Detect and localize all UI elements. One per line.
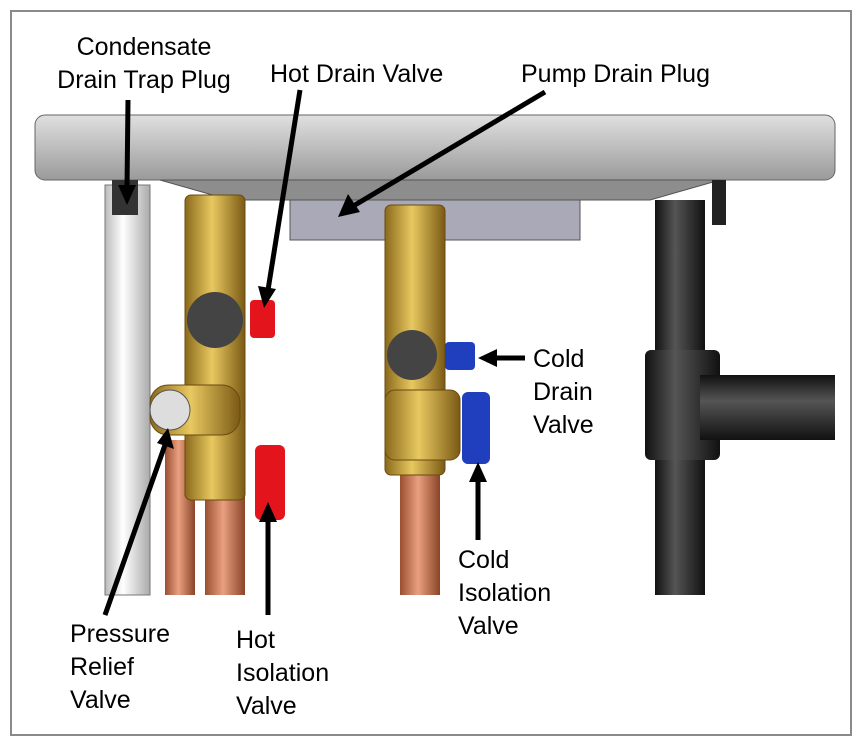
label-line: Drain Trap Plug [57, 66, 231, 94]
label-cold-isolation-valve: Cold Isolation Valve [458, 544, 551, 643]
label-pump-drain-plug: Pump Drain Plug [521, 60, 710, 88]
label-line: Isolation [236, 659, 330, 687]
figure-frame [10, 10, 852, 736]
drain-pipe [645, 180, 835, 595]
heater-body [34, 114, 836, 201]
label-cold-drain-valve: Cold Drain Valve [533, 343, 594, 442]
label-line: Isolation [458, 579, 552, 607]
label-line: Valve [533, 411, 594, 439]
label-condensate-drain-trap-plug: Condensate Drain Trap Plug [44, 31, 244, 97]
label-line: Valve [236, 692, 297, 720]
condensate-pipe [104, 180, 151, 596]
label-line: Valve [458, 612, 519, 640]
label-line: Cold [533, 345, 585, 373]
label-line: Drain [533, 378, 593, 406]
hot-side-assembly [149, 194, 285, 595]
label-line: Pressure [70, 620, 171, 648]
label-line: Condensate [76, 33, 212, 61]
label-line: Hot [236, 626, 275, 654]
label-line: Valve [70, 686, 131, 714]
callout-arrows [102, 89, 547, 616]
label-hot-drain-valve: Hot Drain Valve [270, 60, 444, 88]
label-hot-isolation-valve: Hot Isolation Valve [236, 624, 329, 723]
label-line: Relief [70, 653, 134, 681]
label-pressure-relief-valve: Pressure Relief Valve [70, 618, 170, 717]
cold-side-assembly [384, 204, 490, 595]
label-line: Cold [458, 546, 510, 574]
